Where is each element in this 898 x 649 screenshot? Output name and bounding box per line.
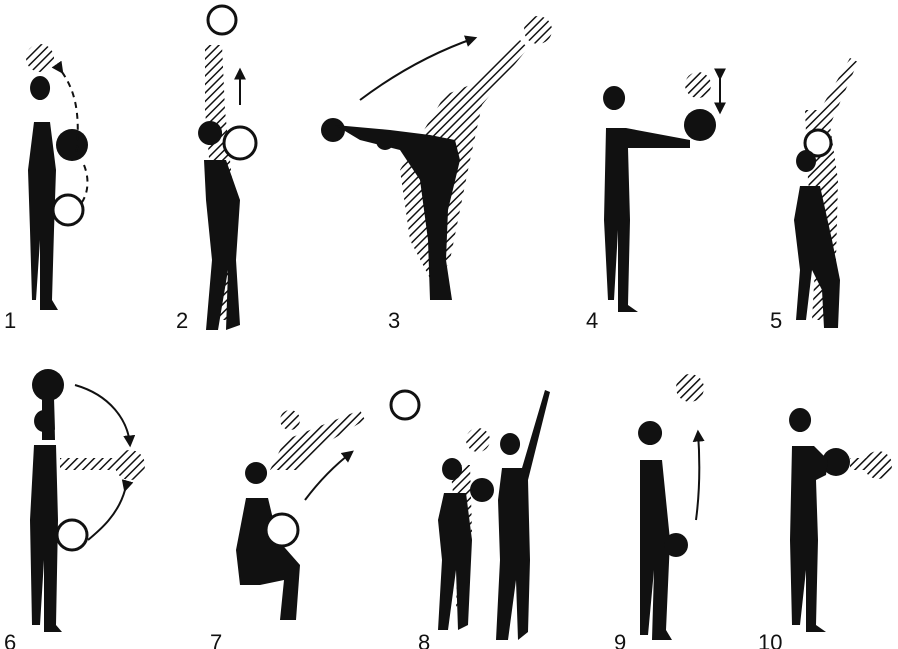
arc-arrow-down xyxy=(75,385,130,445)
ghost-figure xyxy=(270,410,365,470)
ball-hatched xyxy=(466,428,490,452)
ball-top xyxy=(208,6,236,34)
ball-chest xyxy=(266,514,298,546)
figure-8-body-right xyxy=(496,390,550,640)
figure-3: 3 xyxy=(321,16,552,333)
ball-low xyxy=(53,195,83,225)
throw-arrow xyxy=(305,452,352,500)
ball-side-hatched xyxy=(115,450,145,480)
ball-back xyxy=(321,118,345,142)
figure-number: 8 xyxy=(418,630,430,649)
ball-overhead xyxy=(32,369,64,401)
figure-5: 5 xyxy=(770,58,858,333)
ball-low xyxy=(664,533,688,557)
ball-start-hatched xyxy=(26,44,54,72)
figure-2: 2 xyxy=(176,6,256,333)
figure-number: 3 xyxy=(388,308,400,333)
figure-9: 9 xyxy=(614,374,704,649)
figure-8: 8 xyxy=(391,390,550,649)
figure-10: 10 xyxy=(758,408,892,649)
figure-number: 10 xyxy=(758,630,782,649)
ball-chest xyxy=(470,478,494,502)
figure-6-body xyxy=(30,398,62,632)
ball-chest xyxy=(56,129,88,161)
figure-number: 4 xyxy=(586,308,598,333)
figure-6: 6 xyxy=(4,369,145,649)
figure-1: 1 xyxy=(4,44,88,333)
figure-number: 1 xyxy=(4,308,16,333)
ghost-arm xyxy=(850,458,878,470)
figure-10-body xyxy=(789,408,828,632)
ball-low xyxy=(57,520,87,550)
figure-9-body xyxy=(638,421,672,640)
arc-arrow-low xyxy=(88,490,125,540)
figure-number: 2 xyxy=(176,308,188,333)
ball-front xyxy=(684,109,716,141)
ball-up xyxy=(391,391,419,419)
ball-up-hatched xyxy=(685,72,711,98)
figure-number: 9 xyxy=(614,630,626,649)
figure-3-body xyxy=(335,125,460,300)
ball-up-hatched xyxy=(676,374,704,402)
figure-4: 4 xyxy=(586,72,720,333)
ball-thrown xyxy=(524,16,552,44)
arc-arrow-low xyxy=(80,165,87,205)
figure-7: 7 xyxy=(210,410,365,649)
figure-number: 7 xyxy=(210,630,222,649)
up-arrow xyxy=(696,432,699,520)
figure-number: 5 xyxy=(770,308,782,333)
ghost-arm xyxy=(60,458,118,470)
figure-1-body xyxy=(28,76,58,310)
figure-4-body xyxy=(603,86,690,312)
ball-chest xyxy=(224,127,256,159)
figure-number: 6 xyxy=(4,630,16,649)
